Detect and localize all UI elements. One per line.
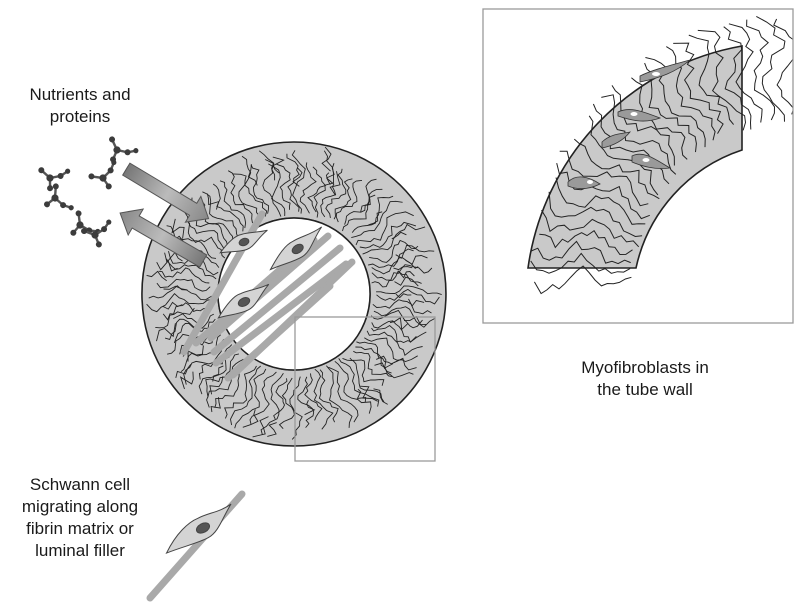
schwann-cell — [159, 501, 240, 558]
schwann-cell-example — [150, 494, 242, 598]
myofibroblasts-label: Myofibroblasts in the tube wall — [530, 357, 760, 401]
zoomed-fiber — [534, 266, 631, 294]
zoomed-fiber — [756, 16, 785, 121]
nutrient-molecules — [35, 132, 140, 250]
nutrient-molecule — [86, 159, 125, 195]
nutrient-molecule — [35, 163, 71, 194]
zoomed-fiber — [774, 19, 794, 114]
nutrient-molecule — [62, 207, 102, 248]
nutrient-molecule — [80, 219, 116, 250]
nutrients-label: Nutrients and proteins — [0, 84, 160, 128]
schwann-cell-label: Schwann cell migrating along fibrin matr… — [4, 474, 156, 562]
zoom-inset — [483, 9, 794, 323]
nutrient-molecule — [38, 181, 75, 221]
